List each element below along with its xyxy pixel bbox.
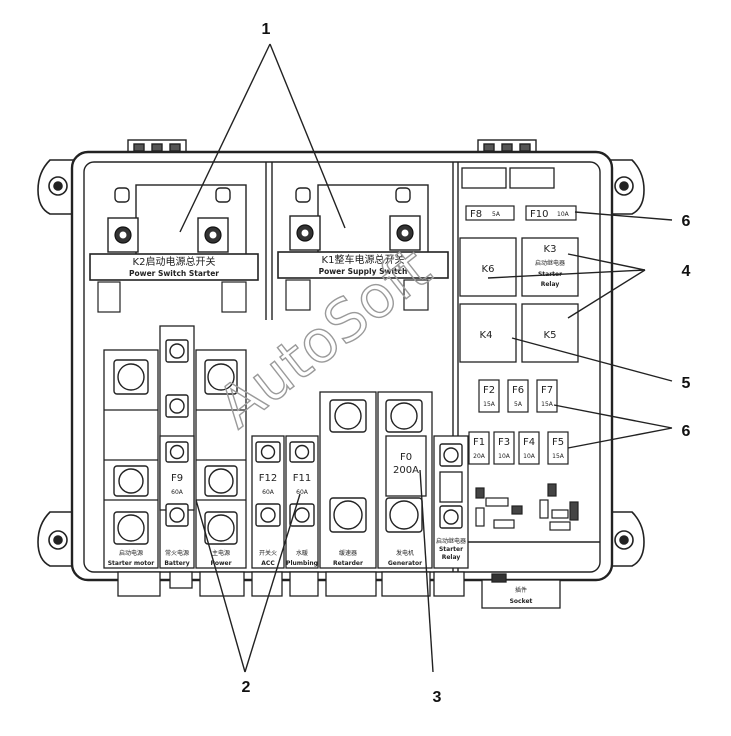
svg-text:5A: 5A [514,401,523,408]
k1-label: K1整车电源总开关 [322,253,405,266]
callout-2: 2 [242,679,251,696]
fuse-f12: F12 60A [259,473,277,496]
svg-text:10A: 10A [498,453,511,460]
svg-text:Relay: Relay [541,281,560,288]
label-generator-cn: 发电机 [396,549,414,557]
label-starter-relay-cn: 启动继电器 [436,537,466,545]
top-small-boxes [461,167,555,189]
svg-text:F2: F2 [483,385,495,396]
svg-text:200A: 200A [393,465,419,476]
callout-6-top: 6 [682,213,691,230]
svg-text:F1: F1 [473,437,485,448]
svg-text:5A: 5A [492,211,501,218]
svg-text:F12: F12 [259,473,277,484]
terminal-bolts [113,339,463,545]
relay-k4: K4 [459,303,517,363]
svg-text:20A: 20A [473,453,486,460]
fuse-f9: F9 60A [171,473,184,496]
fuse-f10: F10 10A [525,205,577,221]
svg-text:15A: 15A [552,453,565,460]
fuse-f1: F1 20A [468,431,490,465]
relay-k3: K3 启动继电器 Starter Relay [521,237,579,297]
svg-text:F0: F0 [400,452,412,463]
svg-text:F6: F6 [512,385,524,396]
callout-1: 1 [262,21,271,38]
label-acc-en: ACC [261,560,275,567]
k2-sub: Power Switch Starter [129,269,219,278]
bottom-connectors [117,571,561,609]
label-plumbing-cn: 水暖 [296,549,308,557]
svg-text:F3: F3 [498,437,510,448]
k2-label: K2启动电源总开关 [133,255,216,268]
label-battery-en: Battery [164,560,189,567]
top-clips [127,139,537,155]
leader-lines [179,43,673,673]
connector-pins [475,483,579,531]
k1-sub: Power Supply Switch [319,267,408,276]
label-power-cn: 主电源 [212,549,230,557]
switch-k1: K1整车电源总开关 Power Supply Switch [277,184,449,311]
label-starter-relay-en1: Starter [439,546,463,553]
callout-4: 4 [682,263,691,280]
fuse-f8: F8 5A [465,205,515,221]
label-starter-relay-en2: Relay [442,554,461,561]
svg-text:K6: K6 [482,264,495,275]
svg-text:10A: 10A [557,211,570,218]
svg-text:10A: 10A [523,453,536,460]
svg-text:F7: F7 [541,385,553,396]
label-retarder-en: Retarder [333,560,363,567]
fuse-f7: F7 15A [536,379,558,413]
svg-text:K3: K3 [544,244,557,255]
fuse-f5: F5 15A [547,431,569,465]
svg-text:F5: F5 [552,437,564,448]
svg-text:15A: 15A [483,401,496,408]
fuse-f2: F2 15A [478,379,500,413]
label-plumbing-en: Plumbing [286,560,318,567]
relay-k5: K5 [521,303,579,363]
svg-text:60A: 60A [262,489,275,496]
svg-text:F10: F10 [530,209,548,220]
fuse-f11: F11 60A [293,473,311,496]
label-acc-cn: 开关火 [259,549,277,557]
fuse-f0: F0 200A [393,452,419,476]
svg-text:F11: F11 [293,473,311,484]
svg-text:F9: F9 [171,473,183,484]
svg-text:F4: F4 [523,437,535,448]
svg-text:60A: 60A [296,489,309,496]
svg-text:60A: 60A [171,489,184,496]
callout-5: 5 [682,375,691,392]
svg-text:K4: K4 [480,330,493,341]
fuse-f6: F6 5A [507,379,529,413]
label-starter-motor-cn: 启动电源 [119,549,143,557]
svg-text:启动继电器: 启动继电器 [535,259,565,267]
callout-3: 3 [433,689,442,706]
label-starter-motor-en: Starter motor [108,560,155,567]
terminal-labels: 启动电源 Starter motor 常火电源 Battery 主电源 Powe… [108,537,466,567]
label-power-en: Power [210,560,231,567]
label-generator-en: Generator [388,560,422,567]
label-retarder-cn: 缓速器 [339,549,357,557]
socket-label-en: Socket [510,598,533,605]
svg-text:F8: F8 [470,209,482,220]
label-battery-cn: 常火电源 [165,549,189,557]
svg-text:15A: 15A [541,401,554,408]
socket-label-cn: 插件 [515,586,527,594]
relay-k6: K6 [459,237,517,297]
switch-k2: K2启动电源总开关 Power Switch Starter [89,184,259,313]
fuse-f4: F4 10A [518,431,540,465]
callout-6-bottom: 6 [682,423,691,440]
svg-text:K5: K5 [544,330,557,341]
fuse-f3: F3 10A [493,431,515,465]
